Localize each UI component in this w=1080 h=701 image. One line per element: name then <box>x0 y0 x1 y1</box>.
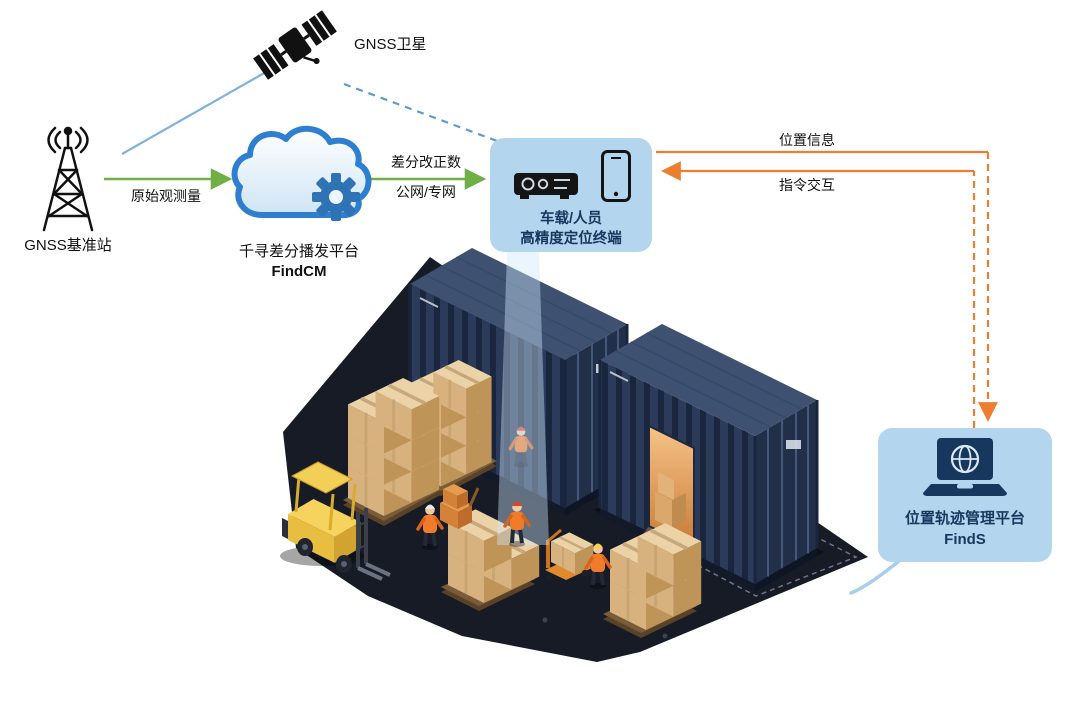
vehicle-receiver-icon <box>514 173 578 199</box>
link-satellite-terminal <box>343 82 498 143</box>
cloud-icon <box>231 125 372 221</box>
cloud-platform-label: 千寻差分播发平台 <box>238 243 359 260</box>
satellite-icon <box>253 10 337 80</box>
positioning-beam <box>497 252 549 545</box>
flow-cloud-to-terminal-label-2: 公网/专网 <box>396 184 456 200</box>
terminal-label-line2: 高精度定位终端 <box>520 231 622 248</box>
links-terminal-management <box>656 150 998 428</box>
worker-figure <box>416 504 444 550</box>
pallet-center <box>441 507 542 611</box>
gear-icon <box>312 173 360 221</box>
flow-cloud-to-terminal-label-1: 差分改正数 <box>391 154 461 170</box>
laptop-globe-icon <box>923 438 1007 496</box>
management-name: FindS <box>944 531 986 548</box>
base-station-label: GNSS基准站 <box>24 237 112 254</box>
pallet-right <box>603 521 703 638</box>
worker-figure <box>584 543 612 589</box>
worker-figure <box>508 426 534 468</box>
satellite-label: GNSS卫星 <box>354 36 427 53</box>
cloud-platform-name: FindCM <box>271 263 327 280</box>
management-label: 位置轨迹管理平台 <box>904 510 1025 527</box>
forklift-icon <box>280 461 391 581</box>
container-2 <box>594 324 824 592</box>
flow-position-info-label: 位置信息 <box>779 132 835 148</box>
flow-station-to-cloud-label: 原始观测量 <box>131 188 201 204</box>
warehouse-scene <box>280 248 901 662</box>
box-stack-front <box>343 376 444 526</box>
smartphone-icon <box>601 150 631 202</box>
terminal-bubble: 车载/人员 高精度定位终端 <box>490 138 652 252</box>
flow-command-label: 指令交互 <box>779 177 835 193</box>
floor-markings <box>435 297 858 639</box>
management-bubble: 位置轨迹管理平台 FindS <box>878 428 1052 562</box>
link-satellite-station <box>121 71 267 155</box>
base-station-icon <box>42 126 94 232</box>
pallet-jack-icon <box>545 528 595 581</box>
handtruck-icon <box>440 484 480 535</box>
worker-figure <box>503 501 531 547</box>
terminal-label-line1: 车载/人员 <box>539 211 603 227</box>
finds-callout-tail <box>849 559 901 595</box>
